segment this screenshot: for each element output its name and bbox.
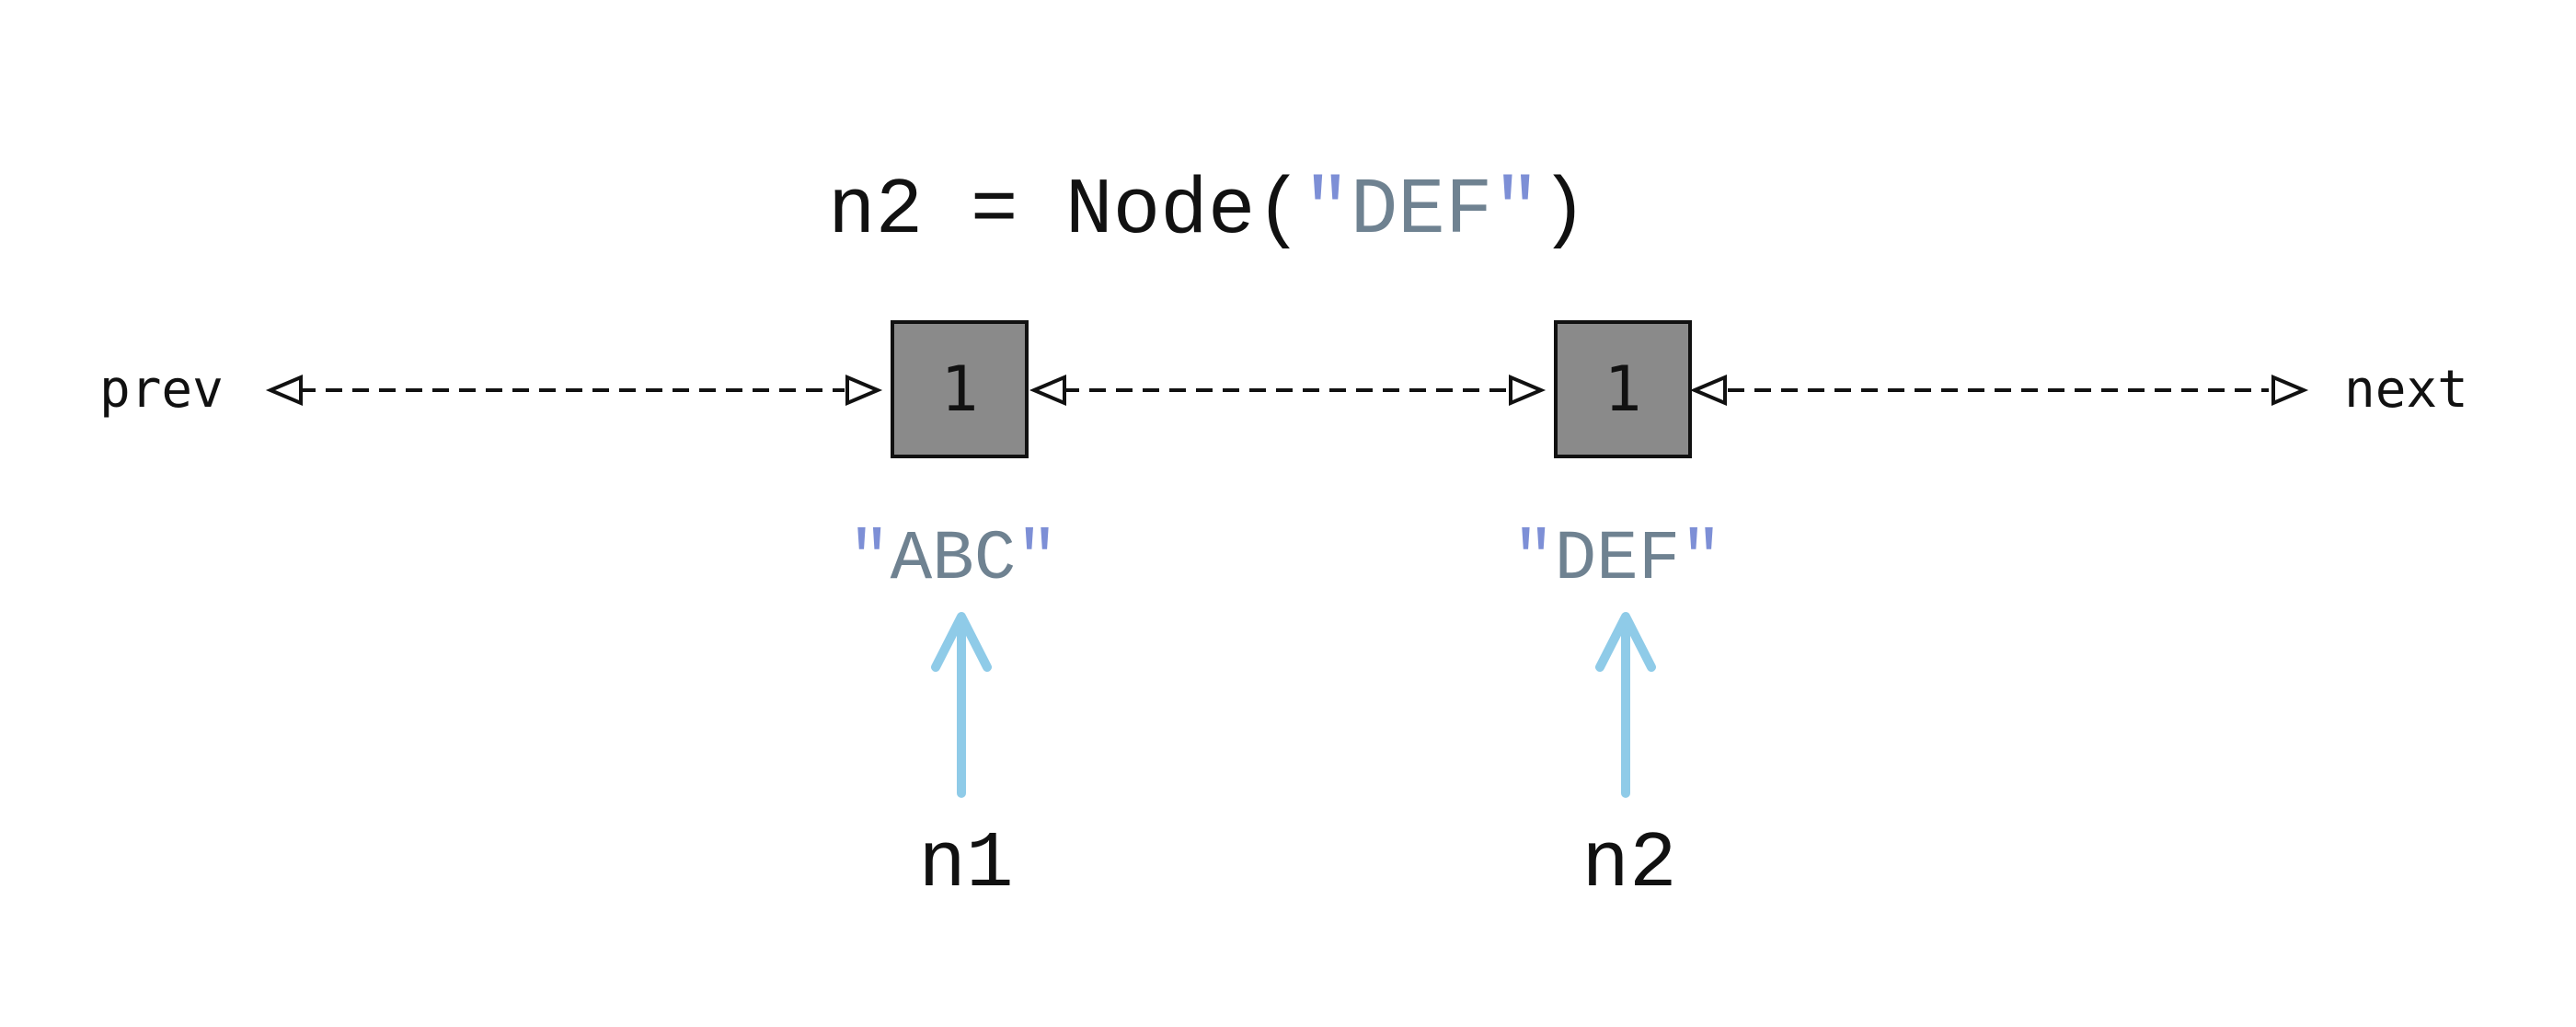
node2-box	[1554, 320, 1692, 458]
node1-box	[891, 320, 1029, 458]
next-label: next	[2344, 360, 2468, 420]
next-arrowhead-icon	[2271, 374, 2309, 407]
n1-pointer-arrowhead-icon	[931, 612, 992, 672]
statement-rparen: )	[1540, 166, 1588, 256]
node1-in-arrowhead-icon	[845, 374, 883, 407]
node2-quote-close: "	[1680, 520, 1722, 599]
n2-pointer-arrowhead-icon	[1595, 612, 1656, 672]
statement-quote-close: "	[1493, 166, 1541, 256]
node2-quote-open: "	[1512, 520, 1555, 599]
var-n2: n2	[1581, 819, 1676, 909]
statement-arg: DEF	[1351, 166, 1493, 256]
node2-value: "DEF"	[1512, 520, 1722, 599]
node1-out-arrowhead-icon	[1029, 374, 1066, 407]
node2-out-arrowhead-icon	[1689, 374, 1727, 407]
node1-value: "ABC"	[848, 520, 1058, 599]
statement-lhs: n2 = Node(	[828, 166, 1303, 256]
code-statement: n2 = Node("DEF")	[828, 166, 1588, 256]
var-n1: n1	[918, 819, 1013, 909]
node1-quote-close: "	[1016, 520, 1058, 599]
node1-string: ABC	[891, 520, 1017, 599]
node2-string: DEF	[1555, 520, 1681, 599]
node1-refcount: 1	[941, 353, 979, 426]
node2-in-arrowhead-icon	[1509, 374, 1547, 407]
prev-label: prev	[99, 360, 224, 420]
statement-quote-open: "	[1303, 166, 1351, 256]
node2-refcount: 1	[1604, 353, 1642, 426]
node1-quote-open: "	[848, 520, 891, 599]
prev-arrowhead-icon	[265, 374, 303, 407]
